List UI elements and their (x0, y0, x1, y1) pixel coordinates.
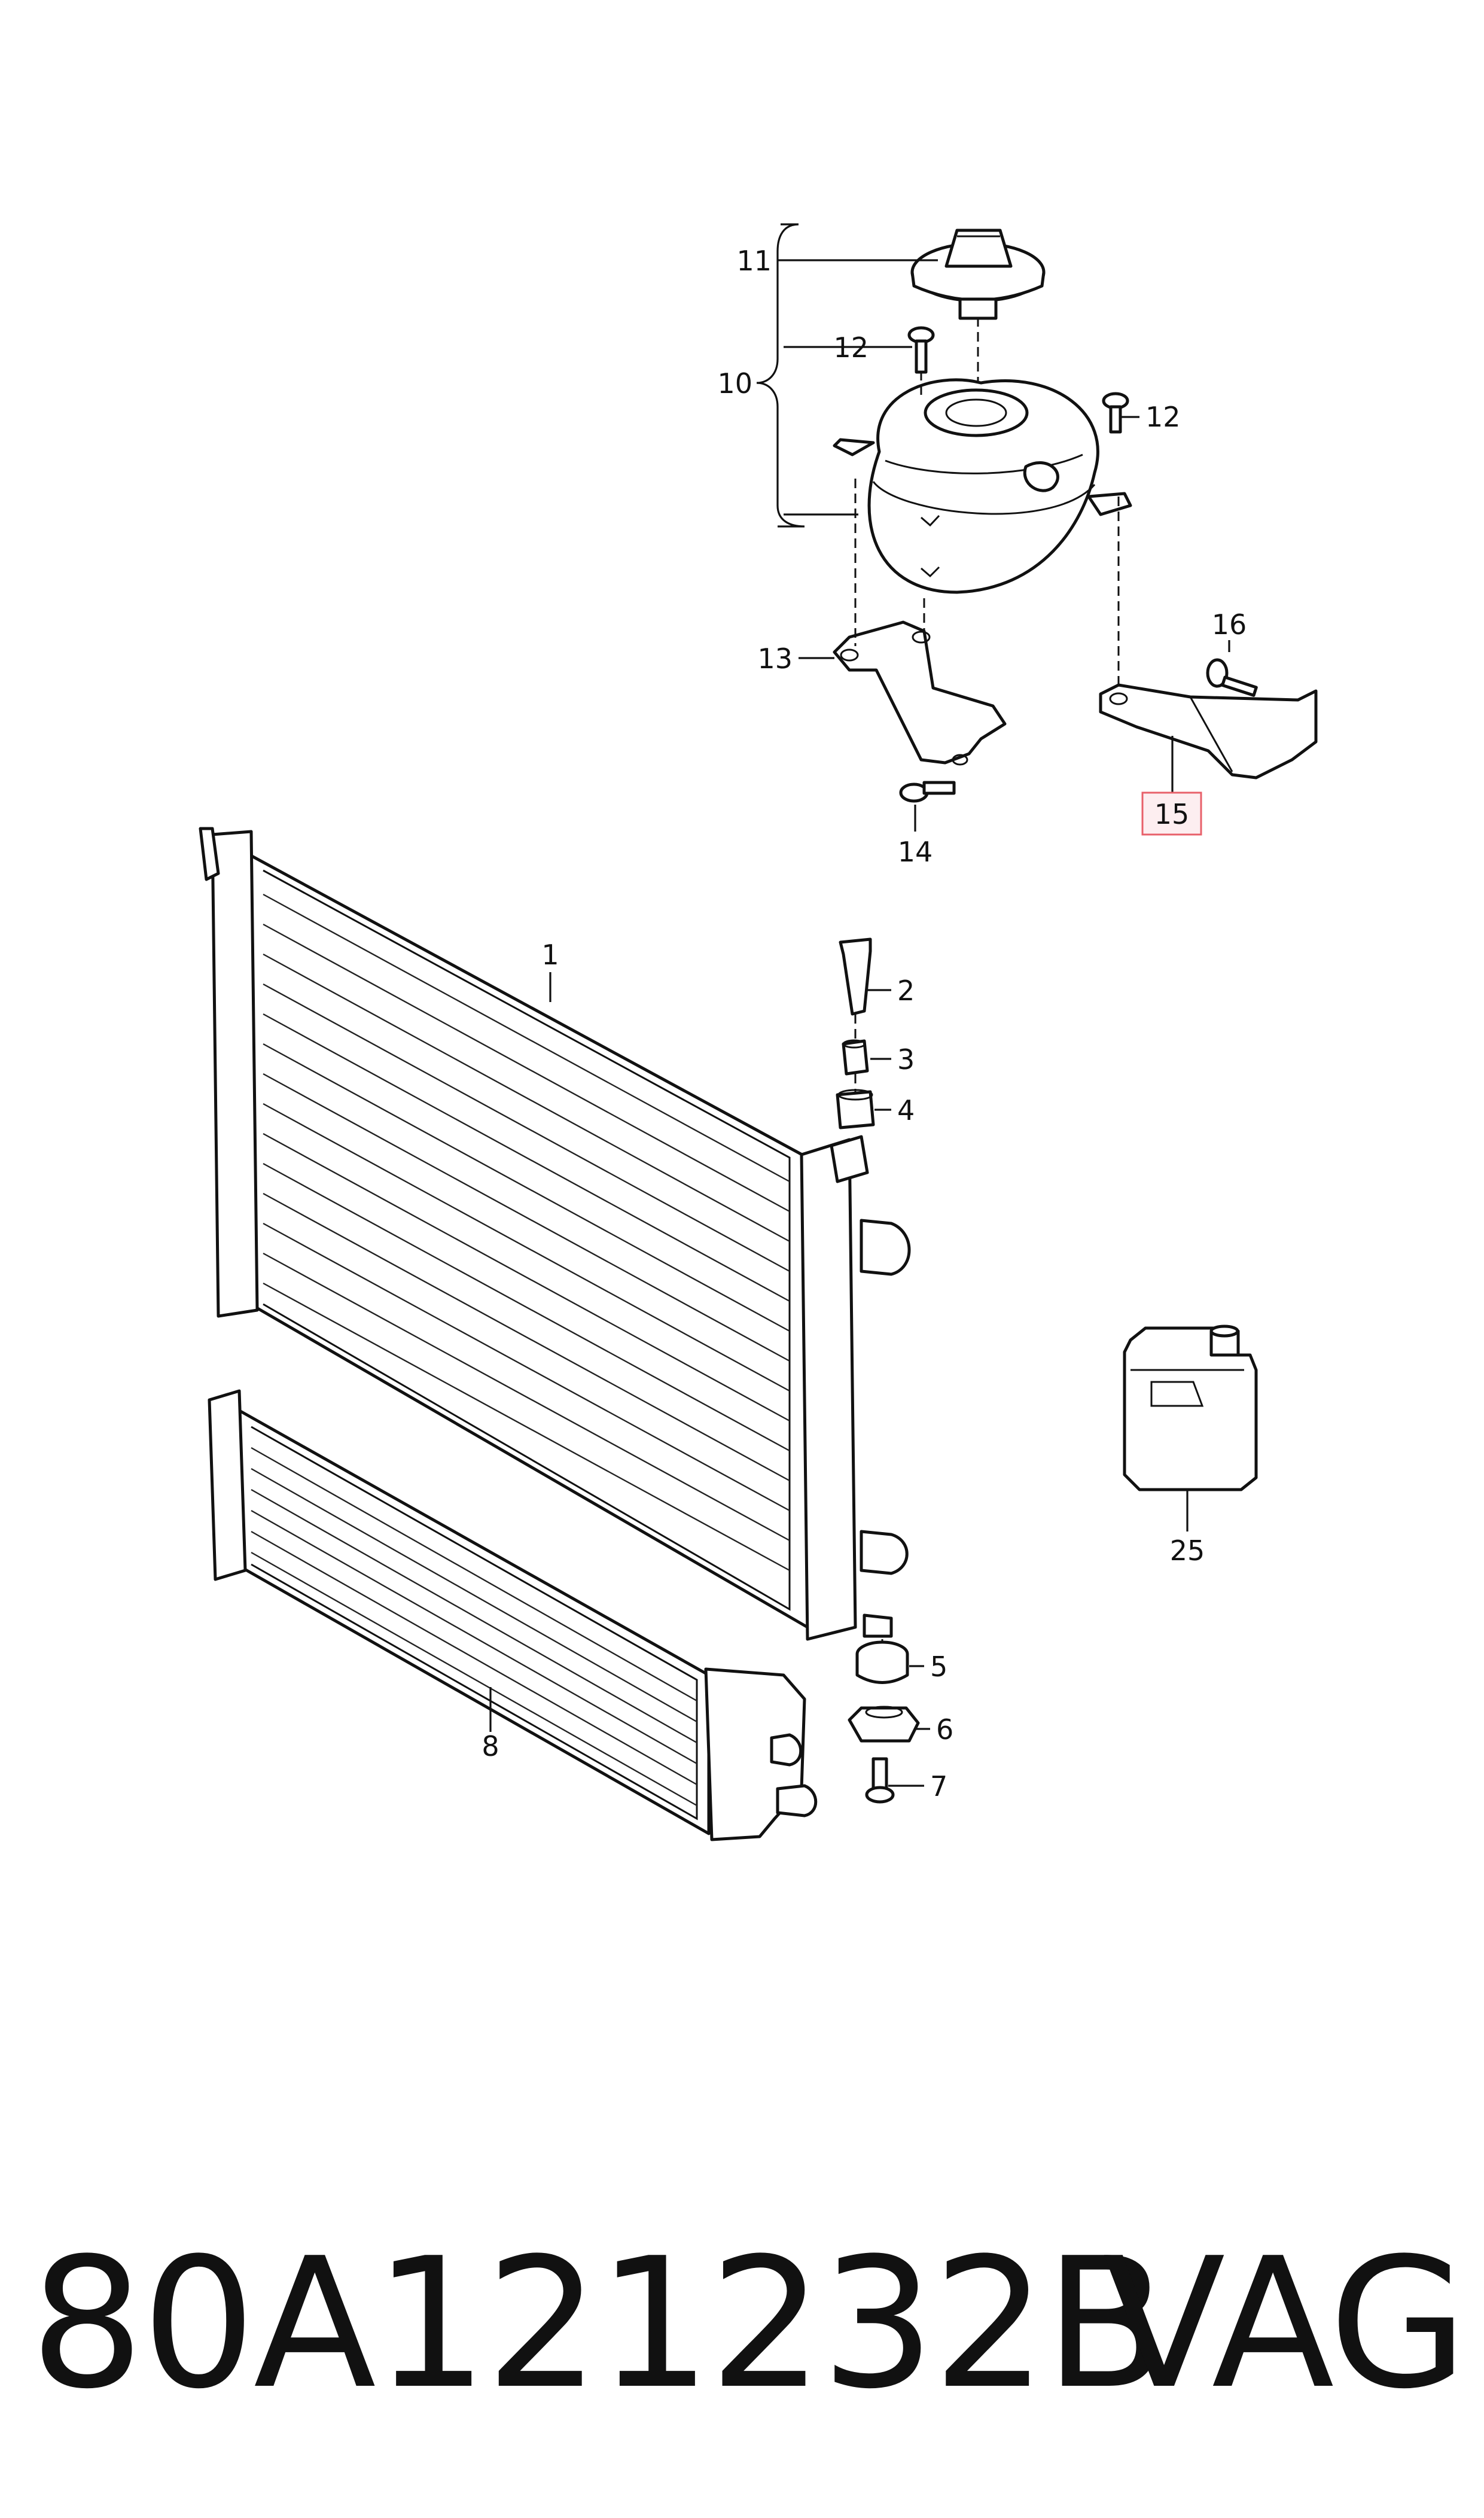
callout-5: 5 (930, 1651, 947, 1683)
callout-11: 11 (736, 245, 772, 277)
bolt-12-right (1102, 392, 1129, 434)
part-7-bolt (865, 1757, 895, 1804)
callout-15: 15 (1154, 798, 1190, 830)
tank-cap (910, 229, 1046, 320)
callout-6: 6 (936, 1713, 953, 1746)
callout-12-right: 12 (1145, 401, 1181, 433)
part-number: 80A121232B (30, 2219, 1168, 2428)
callout-3: 3 (897, 1043, 915, 1076)
brand-name: VAG (1102, 2219, 1468, 2428)
radiator (199, 827, 911, 1641)
part-4-mount (836, 1089, 875, 1129)
highlight-box-15: 15 (1141, 791, 1202, 836)
bolt-14 (899, 781, 956, 803)
bracket-15 (1099, 683, 1318, 780)
auxiliary-cooler (208, 1389, 818, 1841)
bracket-13 (833, 620, 1007, 766)
callout-13: 13 (757, 643, 793, 675)
part-6-bracket (848, 1706, 920, 1743)
part-2-pin (839, 937, 872, 1016)
callout-16: 16 (1212, 608, 1247, 641)
callout-7: 7 (930, 1770, 947, 1803)
bolt-16 (1206, 658, 1258, 697)
callout-1: 1 (541, 939, 559, 971)
footer: 80A121232B VAG (30, 2219, 1468, 2428)
part-5-mount (855, 1640, 909, 1684)
callout-12-left: 12 (833, 331, 869, 364)
callout-2: 2 (897, 975, 915, 1007)
part-3-sleeve (842, 1039, 869, 1076)
callout-25: 25 (1170, 1534, 1205, 1567)
bolt-12-left (907, 326, 935, 374)
callout-10: 10 (717, 367, 752, 400)
expansion-tank (833, 378, 1132, 594)
parts-diagram: 11 12 12 10 13 14 16 15 1 2 3 4 5 6 7 8 … (199, 223, 1318, 1841)
coolant-canister (1123, 1325, 1258, 1491)
callout-4: 4 (897, 1094, 915, 1126)
leader-lines (489, 223, 1230, 1787)
callout-14: 14 (898, 836, 933, 868)
callout-8: 8 (482, 1730, 499, 1762)
